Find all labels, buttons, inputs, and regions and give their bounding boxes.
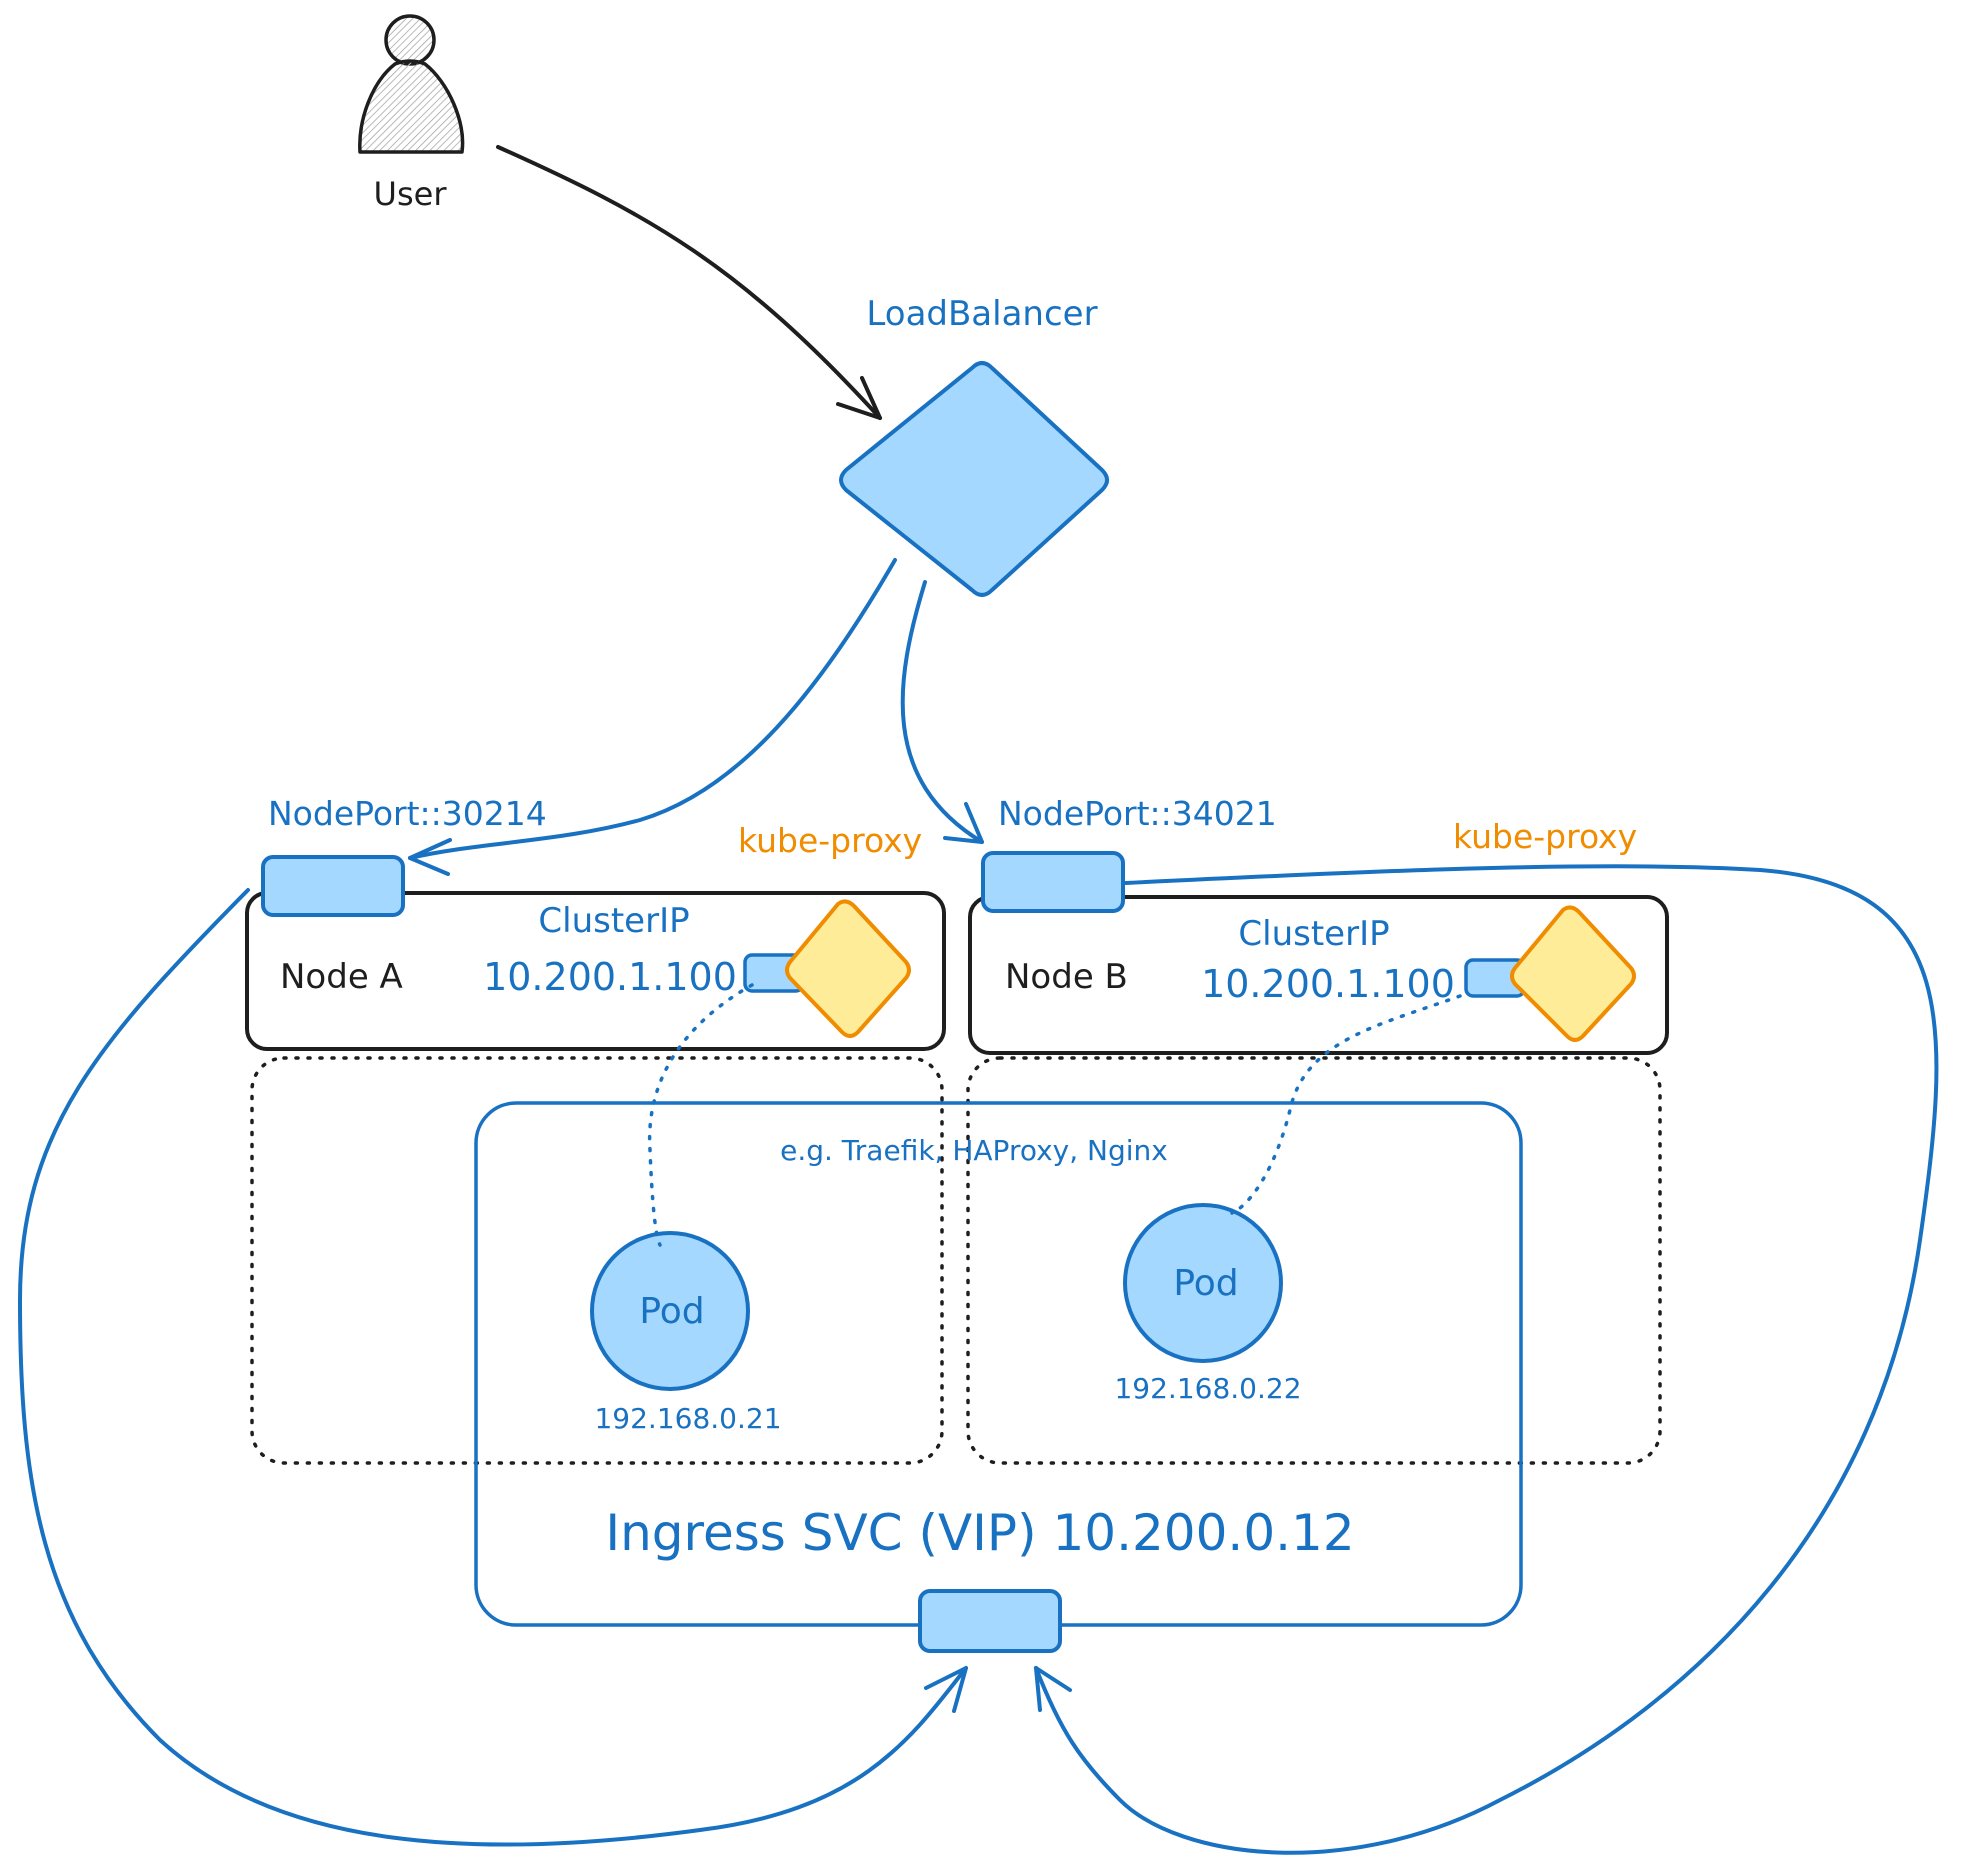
node-a-box	[245, 891, 946, 1051]
ingress-svc-port[interactable]	[918, 1589, 1062, 1653]
pod-b-label: Pod	[1173, 1263, 1238, 1304]
loadbalancer-to-nodeport-a-arrow	[408, 558, 897, 876]
pod-b[interactable]	[1123, 1203, 1283, 1363]
nodeport-b-to-ingress-arrow	[1034, 864, 1939, 1855]
nodeport-a-port[interactable]	[261, 855, 405, 917]
user-icon	[358, 14, 465, 154]
node-b-box	[968, 895, 1669, 1055]
loadbalancer-diamond[interactable]	[839, 361, 1109, 597]
clusterip-b-address: 10.200.1.100	[1201, 962, 1455, 1006]
clusterip-a-to-pod-a-link	[647, 983, 754, 1247]
pod-a-label: Pod	[639, 1291, 704, 1332]
node-b-pod-area	[966, 1056, 1662, 1465]
pod-a-ip: 192.168.0.21	[594, 1402, 781, 1435]
nodeport-a-label: NodePort::30214	[268, 794, 547, 833]
nodeport-b-port[interactable]	[981, 851, 1125, 913]
node-a-label: Node A	[280, 957, 403, 997]
pod-b-ip: 192.168.0.22	[1114, 1372, 1301, 1405]
clusterip-a-label: ClusterIP	[538, 901, 689, 941]
clusterip-b-label: ClusterIP	[1238, 914, 1389, 954]
kube-proxy-b-label: kube-proxy	[1453, 817, 1637, 856]
nodeport-b-label: NodePort::34021	[998, 794, 1277, 833]
node-b-label: Node B	[1005, 957, 1128, 997]
kube-proxy-b-diamond	[1510, 905, 1636, 1042]
user-to-loadbalancer-arrow	[496, 145, 882, 420]
nodeport-a-to-ingress-arrow	[18, 888, 968, 1847]
user-label: User	[374, 175, 448, 213]
clusterip-a-address: 10.200.1.100	[483, 955, 737, 999]
loadbalancer-to-nodeport-b-arrow	[900, 580, 984, 844]
pod-a[interactable]	[590, 1231, 750, 1391]
node-a-pod-area	[250, 1056, 944, 1465]
loadbalancer-label: LoadBalancer	[866, 294, 1097, 334]
ingress-svc-label: Ingress SVC (VIP) 10.200.0.12	[605, 1504, 1354, 1562]
kube-proxy-a-label: kube-proxy	[738, 821, 922, 860]
kube-proxy-a-diamond	[785, 899, 911, 1038]
ingress-example-label: e.g. Traefik, HAProxy, Nginx	[780, 1134, 1168, 1167]
